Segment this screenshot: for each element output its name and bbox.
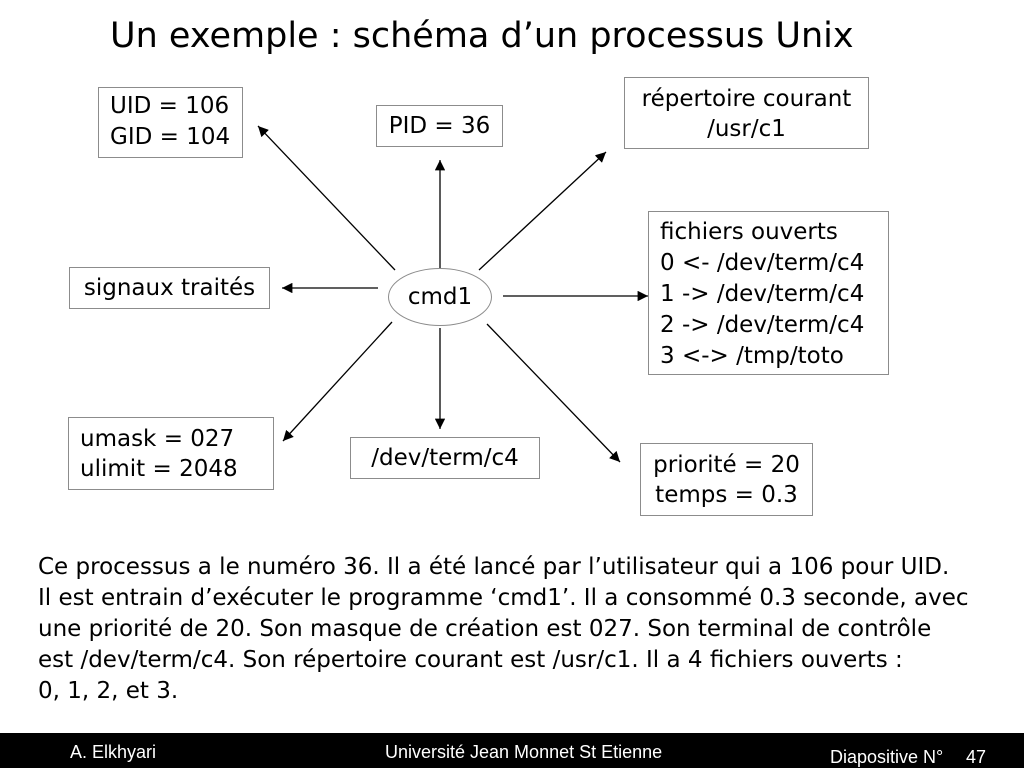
footer-institution: Université Jean Monnet St Etienne: [385, 742, 663, 762]
open-file-entry: 0 <- /dev/term/c4: [660, 250, 865, 276]
footer-author: A. Elkhyari: [70, 742, 157, 762]
open-file-entry: 2 -> /dev/term/c4: [660, 312, 865, 338]
description-line: une priorité de 20. Son masque de créati…: [38, 616, 932, 642]
open-file-entry: 1 -> /dev/term/c4: [660, 281, 865, 307]
working-directory-box: répertoire courant /usr/c1: [624, 77, 869, 149]
cpu-time-line: temps = 0.3: [655, 482, 798, 508]
description-line: est /dev/term/c4. Son répertoire courant…: [38, 647, 903, 673]
terminal-label: /dev/term/c4: [371, 445, 519, 471]
slide-title: Un exemple : schéma d’un processus Unix: [110, 16, 854, 56]
gid-line: GID = 104: [110, 124, 231, 150]
pid-box: PID = 36: [376, 105, 503, 147]
umask-line: umask = 027: [80, 426, 235, 452]
credentials-box: UID = 106 GID = 104: [98, 87, 243, 158]
ulimit-line: ulimit = 2048: [80, 456, 238, 482]
footer-slide-label: Diapositive N°: [830, 747, 944, 767]
process-node-ellipse: cmd1: [388, 268, 492, 326]
limits-box: umask = 027 ulimit = 2048: [68, 417, 274, 490]
process-label: cmd1: [407, 284, 473, 310]
pid-label: PID = 36: [388, 113, 491, 139]
working-directory-path: /usr/c1: [707, 116, 786, 142]
description-paragraph: Ce processus a le numéro 36. Il a été la…: [38, 552, 969, 707]
footer-bar: A. Elkhyari Université Jean Monnet St Et…: [0, 733, 1024, 768]
signals-label: signaux traités: [83, 275, 256, 301]
description-line: Il est entrain d’exécuter le programme ‘…: [38, 585, 969, 611]
uid-line: UID = 106: [110, 93, 230, 119]
description-line: 0, 1, 2, et 3.: [38, 678, 179, 704]
working-directory-heading: répertoire courant: [641, 86, 852, 112]
footer-slide-number: 47: [966, 747, 987, 767]
arrow-to-scheduling: [486, 323, 621, 463]
signals-box: signaux traités: [69, 267, 270, 309]
scheduling-box: priorité = 20 temps = 0.3: [640, 443, 813, 516]
arrow-to-limits: [282, 321, 393, 442]
open-files-heading: fichiers ouverts: [660, 219, 838, 245]
open-files-box: fichiers ouverts 0 <- /dev/term/c4 1 -> …: [648, 211, 889, 375]
description-line: Ce processus a le numéro 36. Il a été la…: [38, 554, 950, 580]
priority-line: priorité = 20: [653, 452, 800, 478]
arrow-to-working-directory: [478, 151, 607, 271]
diagram-arrows: [257, 125, 648, 463]
arrow-to-credentials: [257, 125, 396, 271]
open-file-entry: 3 <-> /tmp/toto: [660, 343, 844, 369]
terminal-box: /dev/term/c4: [350, 437, 540, 479]
